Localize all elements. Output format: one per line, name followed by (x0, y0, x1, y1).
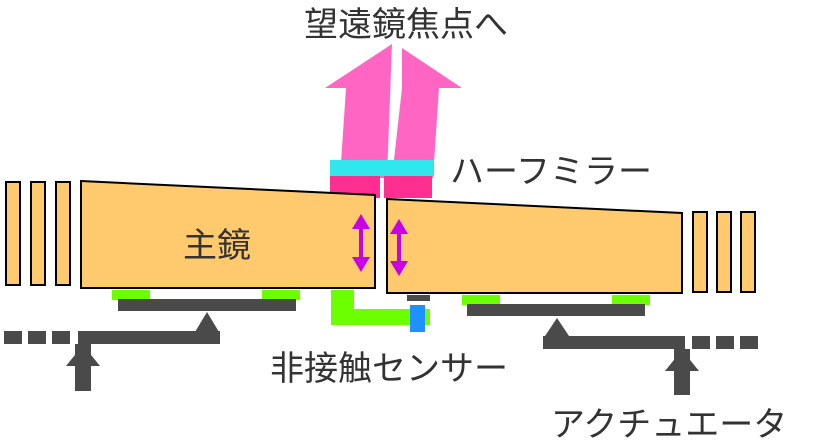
left-segment-1 (5, 181, 21, 286)
dash-left-3 (52, 331, 70, 344)
actuator-arrow-right (665, 350, 699, 371)
pivot-right (545, 318, 569, 336)
base-bar-left (78, 331, 220, 344)
beam-base-right (384, 176, 432, 198)
right-segment-3 (740, 211, 756, 293)
sensor-target-plate (407, 295, 430, 301)
right-mirror-segments (692, 211, 756, 293)
support-beam-right (467, 304, 645, 316)
sensor-blue-block (410, 305, 425, 332)
primary-mirror-right (386, 197, 683, 294)
left-segment-3 (55, 181, 71, 286)
pivot-left (195, 312, 219, 332)
pad-left-1 (112, 290, 150, 300)
pad-right-1 (462, 295, 500, 305)
right-segment-1 (692, 211, 708, 293)
left-segment-2 (30, 181, 46, 286)
displacement-arrow-left (352, 214, 370, 272)
base-bar-right (543, 336, 685, 349)
label-telescope-focus: 望遠鏡焦点へ (304, 5, 508, 45)
left-support-structure (4, 299, 296, 391)
support-pads (112, 290, 650, 305)
sensor-bracket (331, 290, 430, 325)
half-mirror (330, 160, 434, 176)
dash-right-1 (692, 336, 710, 349)
label-noncontact-sensor: 非接触センサー (270, 349, 508, 389)
support-beam-left (118, 299, 296, 311)
dash-right-3 (740, 336, 758, 349)
label-half-mirror: ハーフミラー (450, 152, 652, 192)
right-support-structure (467, 304, 758, 395)
label-actuator: アクチュエータ (551, 405, 787, 445)
beam-arrow-left (325, 44, 392, 178)
left-mirror-segments (5, 181, 71, 286)
pad-left-2 (262, 290, 300, 300)
displacement-arrow-right (390, 219, 408, 276)
pad-right-2 (612, 295, 650, 305)
noncontact-sensor-assembly (331, 290, 430, 332)
label-primary-mirror: 主鏡 (183, 226, 251, 266)
dash-left-1 (4, 331, 22, 344)
light-beam-arrows (325, 44, 462, 198)
actuator-arrow-left (66, 345, 100, 366)
dash-left-2 (28, 331, 46, 344)
primary-mirror-left (80, 179, 376, 289)
beam-arrow-right (392, 48, 462, 178)
dash-right-2 (716, 336, 734, 349)
right-segment-2 (716, 211, 732, 293)
